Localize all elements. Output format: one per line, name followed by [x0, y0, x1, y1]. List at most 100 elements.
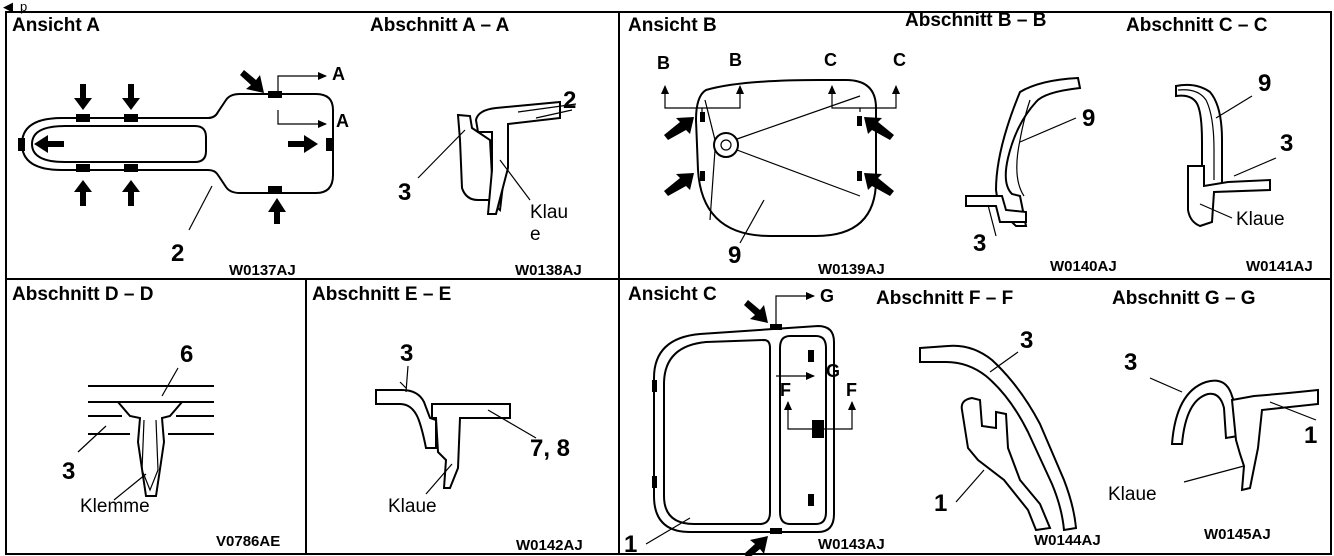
- view-a-title: Ansicht A: [12, 15, 100, 36]
- view-b-arrows: [664, 117, 894, 196]
- view-c-glass: [663, 338, 771, 525]
- section-dd-title: Abschnitt D – D: [12, 284, 153, 305]
- section-dd-clip-body: [115, 401, 185, 497]
- view-b-lines: [704, 95, 861, 221]
- view-c-mark-f-right: F: [846, 380, 857, 400]
- header-arrow-glyph: ◀: [3, 0, 13, 14]
- section-gg-leader-1: [1269, 401, 1317, 421]
- view-c-mark-g-mid: G: [826, 361, 840, 381]
- section-cc-claw: Klaue: [1236, 209, 1285, 230]
- section-gg-title: Abschnitt G – G: [1112, 288, 1256, 309]
- header-fragment: p: [20, 0, 27, 14]
- section-dd-leader-6: [161, 367, 179, 397]
- view-c-part-label: 1: [624, 531, 637, 556]
- view-a-arrows: [34, 70, 318, 224]
- section-cc-title: Abschnitt C – C: [1126, 15, 1268, 36]
- section-aa-title: Abschnitt A – A: [370, 15, 510, 36]
- view-b-mark-c2: C: [893, 50, 906, 70]
- panel-view-c: Ansicht C G G F F 1 W0143AJ: [624, 284, 885, 556]
- view-a-code: W0137AJ: [229, 262, 296, 279]
- section-ee-code: W0142AJ: [516, 537, 583, 554]
- section-gg-part-right: 1: [1304, 422, 1317, 449]
- view-b-mark-b1: B: [657, 53, 670, 73]
- section-bb-part-bottom: 3: [973, 230, 986, 257]
- panel-view-a: Ansicht A A A 2 W0137AJ: [12, 15, 349, 279]
- view-c-side-frame: [779, 335, 827, 525]
- section-cc-code: W0141AJ: [1246, 258, 1313, 275]
- section-ff-title: Abschnitt F – F: [876, 288, 1013, 309]
- section-aa-code: W0138AJ: [515, 262, 582, 279]
- section-dd-leader-3: [77, 425, 107, 453]
- view-b-leader: [739, 199, 765, 244]
- view-b-mark-b2: B: [729, 50, 742, 70]
- section-dd-clip-label: Klemme: [80, 496, 150, 517]
- view-c-title: Ansicht C: [628, 284, 717, 305]
- section-dd-part-top: 6: [180, 341, 193, 368]
- section-ee-part-78: [431, 403, 511, 489]
- section-gg-leader-claw: [1183, 465, 1245, 483]
- section-aa-leader-2: [535, 109, 573, 119]
- section-dd-code: V0786AE: [216, 533, 280, 550]
- panel-section-dd: Abschnitt D – D 6 3 Klemme V0786AE: [12, 284, 280, 550]
- panel-section-gg: Abschnitt G – G 3 1 Klaue W0145AJ: [1108, 288, 1319, 543]
- view-b-code: W0139AJ: [818, 261, 885, 278]
- view-b-clip-marks: [700, 112, 862, 181]
- section-ee-leader-claw: [425, 463, 453, 495]
- view-c-leader: [645, 517, 691, 545]
- view-a-mark-bottom: A: [336, 111, 349, 131]
- section-bb-title: Abschnitt B – B: [905, 10, 1046, 31]
- section-cc-leader-claw: [1199, 203, 1233, 219]
- panel-grid: [5, 11, 1332, 555]
- view-a-part-label: 2: [171, 240, 184, 267]
- section-ee-part-right: 7, 8: [530, 435, 570, 462]
- section-ee-part-top: 3: [400, 340, 413, 367]
- section-bb-code: W0140AJ: [1050, 258, 1117, 275]
- section-ff-code: W0144AJ: [1034, 532, 1101, 549]
- view-c-section-cuts: [775, 292, 856, 430]
- view-b-hub: [713, 132, 739, 158]
- section-aa-claw-line1: Klau: [530, 202, 568, 223]
- section-ff-part-top: 3: [1020, 327, 1033, 354]
- section-cc-part-3: [1187, 165, 1271, 228]
- panel-section-ff: Abschnitt F – F 3 1 W0144AJ: [876, 288, 1101, 549]
- section-bb-part-9: [994, 76, 1082, 227]
- view-a-part-outline: [20, 93, 334, 194]
- section-ee-leader-78: [487, 409, 537, 439]
- section-gg-code: W0145AJ: [1204, 526, 1271, 543]
- section-cc-part-top: 9: [1258, 70, 1271, 97]
- view-a-clip-marks: [18, 91, 333, 193]
- panel-view-b: Ansicht B B B C C: [628, 15, 906, 278]
- view-c-mark-f-left: F: [780, 380, 791, 400]
- section-aa-leader-3: [417, 129, 466, 179]
- section-bb-leader-9: [1019, 117, 1077, 143]
- section-aa-part-top: 2: [563, 87, 576, 114]
- section-ff-part-bottom: 1: [934, 490, 947, 517]
- section-dd-part-left: 3: [62, 458, 75, 485]
- section-bb-part-top: 9: [1082, 105, 1095, 132]
- section-ee-claw: Klaue: [388, 496, 437, 517]
- view-b-mirror-outline: [694, 79, 877, 237]
- section-cc-leader-3: [1233, 157, 1277, 177]
- section-gg-claw: Klaue: [1108, 484, 1157, 505]
- view-c-mirror-outline: [653, 324, 835, 533]
- section-ff-part-3: [919, 344, 1078, 532]
- view-b-mark-c1: C: [824, 50, 837, 70]
- view-c-clip-marks: [652, 324, 824, 534]
- section-ee-title: Abschnitt E – E: [312, 284, 451, 305]
- view-a-leader: [188, 185, 213, 231]
- section-gg-leader-3: [1149, 377, 1183, 393]
- view-b-title: Ansicht B: [628, 15, 717, 36]
- section-bb-leader-3: [987, 204, 997, 237]
- section-ff-part-1: [960, 396, 1052, 532]
- view-c-arrows: [744, 300, 768, 556]
- section-cc-leader-9: [1215, 95, 1253, 119]
- view-b-section-cuts: [661, 85, 900, 112]
- view-c-code: W0143AJ: [818, 536, 885, 553]
- section-gg-part-top: 3: [1124, 349, 1137, 376]
- section-aa-leader-claw: [499, 159, 531, 201]
- section-aa-part-left: 3: [398, 179, 411, 206]
- panel-section-ee: Abschnitt E – E 3 7, 8 Klaue W0142AJ: [312, 284, 583, 554]
- view-b-part-label: 9: [728, 242, 741, 269]
- section-dd-leader-clip: [113, 473, 147, 501]
- section-dd-panels: [88, 385, 214, 435]
